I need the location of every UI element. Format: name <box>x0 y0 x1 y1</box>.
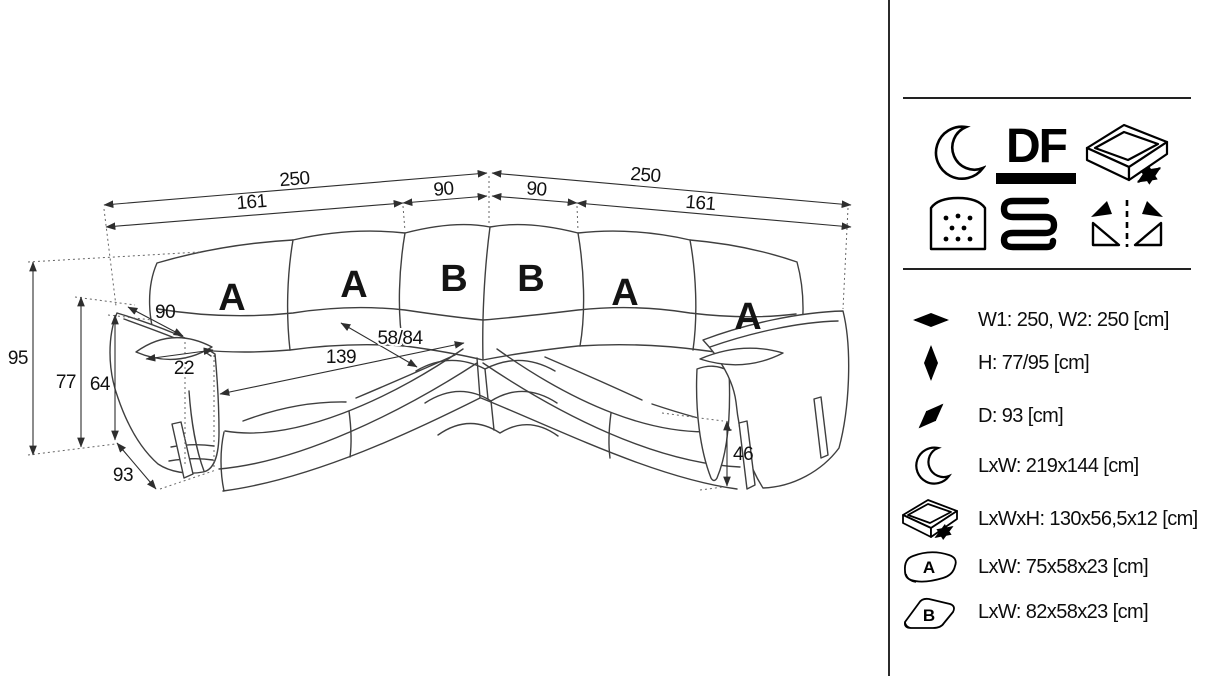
spec-row-cushion-a: A LxW: 75x58x23 [cm] <box>898 545 1208 589</box>
cushion-letter: B <box>440 258 467 300</box>
spec-panel: DF <box>888 0 1214 699</box>
dim-label: 139 <box>326 347 356 368</box>
right-front-leg-panel <box>695 365 731 482</box>
sofa-right-armrest <box>695 310 850 490</box>
spec-text: H: 77/95 [cm] <box>978 351 1090 374</box>
universal-corner-icon <box>1091 200 1163 247</box>
left-leg-blade <box>171 421 194 479</box>
dim-label: 64 <box>90 374 111 395</box>
spec-text: LxWxH: 130x56,5x12 [cm] <box>978 507 1198 530</box>
dim-right-segments: 90 161 <box>491 178 852 231</box>
dim-label: 250 <box>630 164 662 187</box>
dim-label: 90 <box>526 178 548 201</box>
cushion-letters: A A B B A A <box>218 258 761 338</box>
spec-text: D: 93 [cm] <box>978 404 1064 427</box>
spec-row-cushion-b: B LxW: 82x58x23 [cm] <box>898 590 1208 634</box>
dimension-annotations: 250 161 90 250 90 161 95 <box>8 164 852 490</box>
df-function-icon: DF <box>994 120 1078 184</box>
width-arrow-icon <box>898 313 964 327</box>
spec-row-sleeping-area: LxW: 219x144 [cm] <box>898 444 1208 488</box>
panel-rule-bottom <box>903 268 1191 270</box>
right-leg-blade <box>738 420 756 490</box>
dim-right-total-width: 250 <box>491 164 852 209</box>
cushion-letter: B <box>517 258 544 300</box>
storage-drawer-small-icon <box>898 498 964 540</box>
dim-armrest-width: 22 <box>145 347 214 379</box>
dim-seat-depth: 58/84 <box>340 322 426 368</box>
spec-text: LxW: 219x144 [cm] <box>978 454 1139 477</box>
cushion-a-letter: A <box>923 558 935 577</box>
dim-label: 77 <box>56 372 76 393</box>
spec-row-height: H: 77/95 [cm] <box>898 341 1208 385</box>
dim-armrest-depth: 90 <box>127 302 184 337</box>
depth-arrow-icon <box>898 400 964 432</box>
cushion-letter: A <box>734 296 761 338</box>
dim-left-segments: 161 90 <box>105 178 488 231</box>
panel-divider <box>888 0 890 676</box>
corner-sofa-drawing: A A B B A A <box>8 164 852 492</box>
dim-label: 93 <box>113 465 133 486</box>
dim-label: 250 <box>279 168 311 191</box>
sofa-seat <box>218 348 741 492</box>
cushion-letter: A <box>611 272 638 314</box>
spring-coil-icon <box>1000 197 1058 251</box>
spec-row-drawer: LxWxH: 130x56,5x12 [cm] <box>898 497 1208 541</box>
height-arrow-icon <box>898 344 964 382</box>
cushion-b-icon: B <box>898 591 964 633</box>
dim-label: 22 <box>174 358 194 379</box>
dim-label: 161 <box>685 192 717 215</box>
dim-height-mid: 77 <box>56 296 85 448</box>
dim-depth: 93 <box>113 442 157 490</box>
dim-label: 46 <box>733 444 753 465</box>
dim-height-full: 95 <box>8 261 37 456</box>
dim-label: 90 <box>155 302 175 323</box>
sleep-function-moon-icon <box>934 125 986 180</box>
df-label: DF <box>1006 120 1068 173</box>
panel-rule-top <box>903 97 1191 99</box>
dim-label: 95 <box>8 348 28 369</box>
mattress-icon <box>929 196 987 251</box>
cushion-b-letter: B <box>923 606 935 625</box>
df-underline <box>996 173 1076 184</box>
dim-leg-clearance: 46 <box>723 420 754 487</box>
spec-row-width: W1: 250, W2: 250 [cm] <box>898 298 1208 342</box>
storage-drawer-icon <box>1085 123 1169 185</box>
dim-label: 90 <box>433 178 455 201</box>
right-leg-blade <box>813 396 829 459</box>
dim-label: 161 <box>236 191 268 214</box>
sleeping-area-moon-icon <box>898 445 964 487</box>
dim-left-total-width: 250 <box>103 168 488 209</box>
cushion-letter: A <box>340 264 367 306</box>
dim-label: 58/84 <box>377 328 423 349</box>
cushion-a-icon: A <box>898 547 964 587</box>
cushion-letter: A <box>218 277 245 319</box>
spec-text: LxW: 75x58x23 [cm] <box>978 555 1149 578</box>
spec-text: W1: 250, W2: 250 [cm] <box>978 308 1169 331</box>
spec-row-depth: D: 93 [cm] <box>898 394 1208 438</box>
dim-height-seat: 64 <box>90 314 119 441</box>
spec-text: LxW: 82x58x23 [cm] <box>978 600 1149 623</box>
